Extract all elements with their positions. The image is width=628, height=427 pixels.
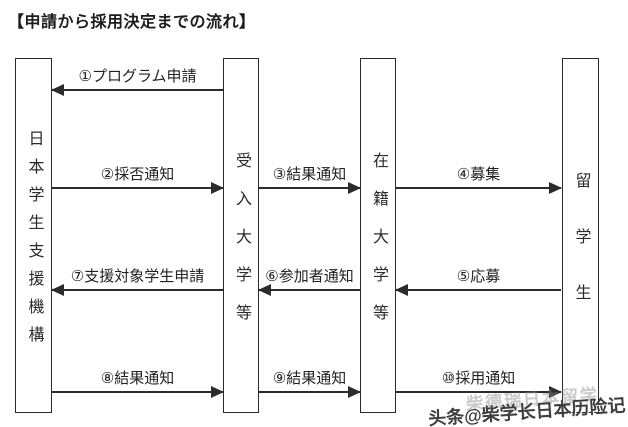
flow-label-7: ⑦支援対象学生申請 <box>70 268 205 285</box>
arrowhead-left-icon <box>51 84 64 96</box>
flow-arrow-5 <box>395 284 561 296</box>
flow-label-8: ⑧結果通知 <box>100 370 175 387</box>
flow-arrow-10 <box>396 386 562 398</box>
flow-arrow-2 <box>52 182 224 194</box>
arrowhead-right-icon <box>549 182 562 194</box>
actor-box-student: 留学生 <box>562 58 599 413</box>
flow-label-5: ⑤応募 <box>456 268 501 285</box>
arrowhead-right-icon <box>348 386 361 398</box>
arrowhead-right-icon <box>549 386 562 398</box>
actor-label-host-university: 受入大学等 <box>233 151 250 342</box>
flow-label-4: ④募集 <box>456 166 501 183</box>
actor-box-jasso: 日本学生支援機構 <box>15 58 52 413</box>
flow-label-9: ⑨結果通知 <box>272 370 347 387</box>
arrowhead-left-icon <box>258 284 271 296</box>
arrowhead-left-icon <box>51 284 64 296</box>
flow-arrow-7 <box>51 284 223 296</box>
flow-label-10: ⑩採用通知 <box>441 370 516 387</box>
flow-label-2: ②採否通知 <box>100 166 175 183</box>
actor-label-student: 留学生 <box>572 171 590 340</box>
actor-label-home-university: 在籍大学等 <box>370 151 387 342</box>
flow-arrow-1 <box>51 84 223 96</box>
flow-label-1: ①プログラム申請 <box>78 68 197 85</box>
flow-label-3: ③結果通知 <box>272 166 347 183</box>
diagram-title: 【申請から採用決定までの流れ】 <box>8 14 256 31</box>
arrowhead-right-icon <box>211 386 224 398</box>
actor-label-jasso: 日本学生支援機構 <box>25 129 43 354</box>
arrowhead-right-icon <box>348 182 361 194</box>
arrowhead-left-icon <box>395 284 408 296</box>
actor-box-host-university: 受入大学等 <box>223 58 259 413</box>
flow-arrow-4 <box>396 182 562 194</box>
flow-arrow-3 <box>259 182 361 194</box>
flow-arrow-9 <box>259 386 361 398</box>
flow-arrow-8 <box>52 386 224 398</box>
flow-label-6: ⑥参加者通知 <box>265 268 354 285</box>
actor-box-home-university: 在籍大学等 <box>360 58 396 413</box>
flow-arrow-6 <box>258 284 360 296</box>
arrowhead-right-icon <box>211 182 224 194</box>
